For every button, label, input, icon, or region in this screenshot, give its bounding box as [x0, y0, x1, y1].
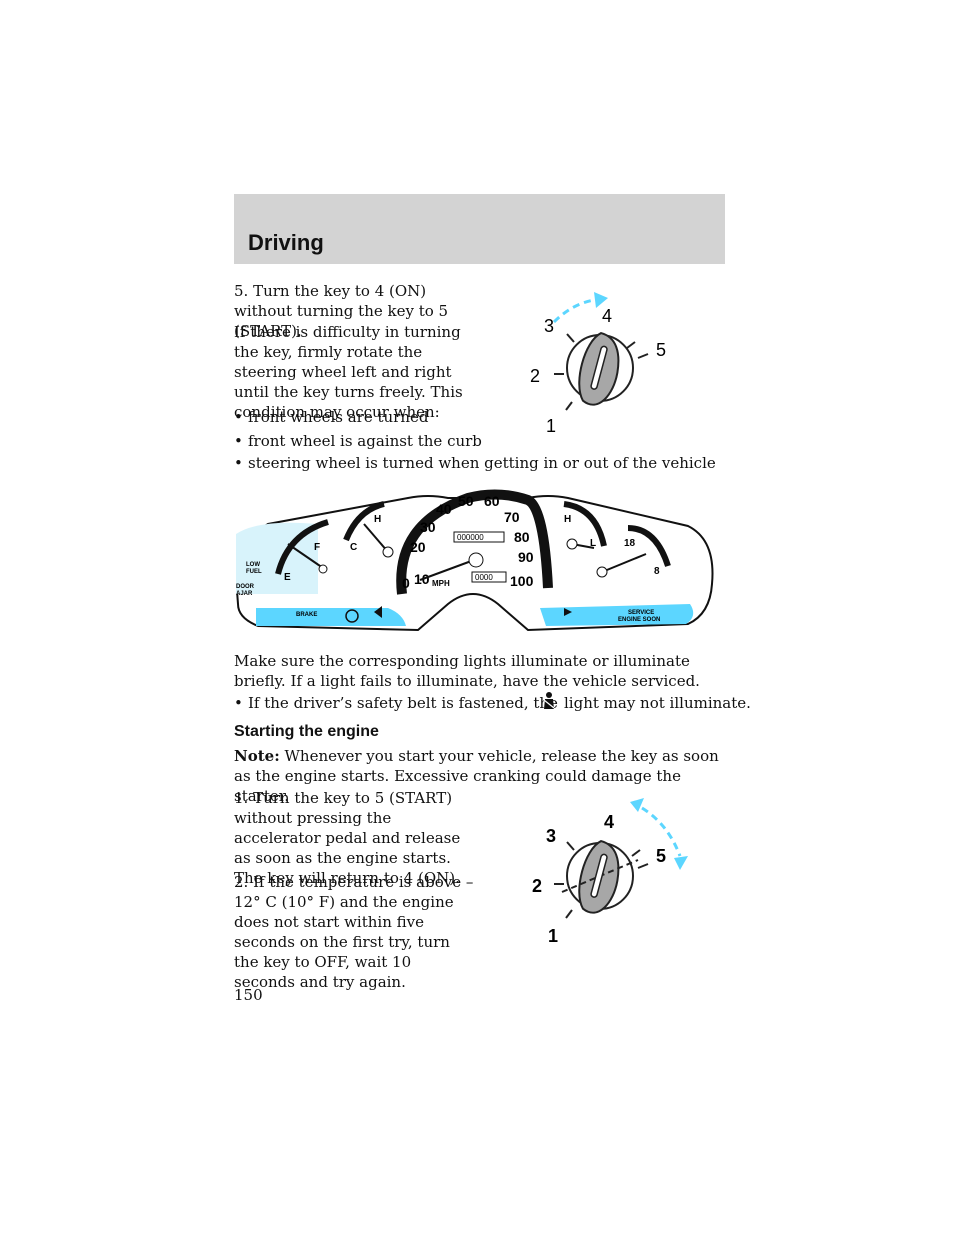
ignition-position-label: 3 — [546, 826, 556, 846]
speed-tick: 70 — [504, 509, 520, 525]
door-ajar-label: DOOR — [236, 584, 255, 590]
speed-tick: 40 — [436, 501, 452, 517]
brake-warning: BRAKE — [296, 612, 317, 618]
ignition-position-label: 4 — [602, 306, 612, 326]
volt-high-label: 18 — [624, 538, 636, 549]
svg-text:FUEL: FUEL — [246, 569, 262, 575]
abs-warning — [345, 609, 359, 623]
chapter-header: Driving — [234, 194, 725, 264]
fuel-empty-label: E — [284, 572, 291, 583]
temp-hot-label: H — [374, 514, 381, 525]
paragraph-difficulty: If there is difficulty in turning the ke… — [234, 323, 463, 421]
section-title: Starting the engine — [234, 723, 379, 740]
odometer: 000000 — [457, 533, 484, 542]
volt-low-label: 8 — [654, 566, 660, 577]
speed-tick: 20 — [410, 539, 426, 555]
speed-unit: MPH — [432, 579, 450, 588]
instrument-cluster: E F LOW FUEL DOOR AJAR C H 10 20 30 40 5… — [236, 489, 714, 632]
seatbelt-icon — [542, 691, 556, 716]
ignition-position-label: 2 — [532, 876, 542, 896]
oil-high-label: H — [564, 514, 571, 525]
svg-text:AJAR: AJAR — [236, 591, 253, 597]
chapter-title: Driving — [248, 230, 324, 255]
ignition-position-label: 4 — [604, 812, 614, 832]
note-label: Note: — [234, 747, 280, 765]
ignition-position-label: 1 — [546, 416, 556, 436]
ignition-position-label: 2 — [530, 366, 540, 386]
paragraph-lights: Make sure the corresponding lights illum… — [234, 652, 700, 690]
note-text: Whenever you start your vehicle, release… — [234, 747, 719, 805]
ignition-position-label: 3 — [544, 316, 554, 336]
ignition-position-label: 5 — [656, 340, 666, 360]
paragraph-step5: 5. Turn the key to 4 (ON) without turnin… — [234, 282, 449, 340]
speed-tick: 60 — [484, 493, 500, 509]
fuel-full-label: F — [314, 542, 320, 553]
paragraph-step2: 2. If the temperature is above –12° C (1… — [234, 873, 474, 991]
speed-tick: 90 — [518, 549, 534, 565]
paragraph-step1: 1. Turn the key to 5 (START) without pre… — [234, 789, 461, 887]
ignition-position-label: 5 — [656, 846, 666, 866]
note-paragraph: Note: Whenever you start your vehicle, r… — [234, 746, 724, 806]
ignition-position-label: 1 — [548, 926, 558, 946]
speed-tick: 100 — [510, 573, 534, 589]
speed-tick: 30 — [420, 519, 436, 535]
svg-text:ENGINE SOON: ENGINE SOON — [618, 617, 660, 623]
page-number: 150 — [234, 986, 263, 1004]
speed-tick: 0 — [402, 575, 410, 591]
speed-tick: 50 — [458, 493, 474, 509]
service-engine-warning: SERVICE — [628, 610, 654, 616]
ignition-diagram-top: 2 1 3 4 5 — [530, 292, 666, 436]
ignition-diagram-bottom: 2 1 3 4 5 — [532, 798, 688, 946]
low-fuel-label: LOW — [246, 562, 260, 568]
oil-low-label: L — [590, 538, 596, 549]
temp-cold-label: C — [350, 542, 357, 553]
trip-odometer: 0000 — [475, 573, 493, 582]
speed-tick: 80 — [514, 529, 530, 545]
